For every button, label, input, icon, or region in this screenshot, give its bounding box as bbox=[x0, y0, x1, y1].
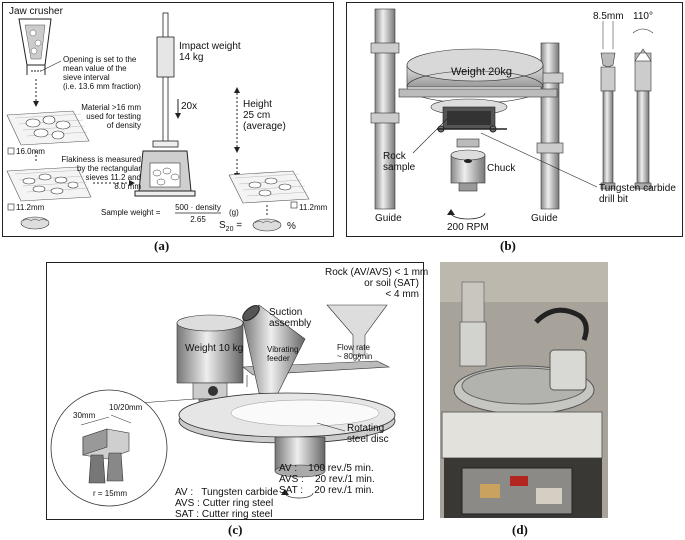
caption-a: (a) bbox=[154, 238, 170, 253]
panel-c: Rock (AV/AVS) < 1 mm or soil (SAT) < 4 m… bbox=[46, 262, 429, 520]
panel-a-drawing bbox=[6, 12, 310, 232]
sat-speed-label: SAT : 20 rev./1 min. bbox=[279, 485, 375, 496]
material-note: Material >16 mm used for testing of dens… bbox=[81, 103, 141, 130]
caption-d: (d) bbox=[512, 522, 528, 537]
weight-10kg-label: Weight 10 kg bbox=[185, 343, 244, 354]
cutter-detail-magnifier bbox=[50, 389, 168, 507]
av-material-label: AV : Tungsten carbide bbox=[175, 487, 279, 498]
sieve-tray-16mm bbox=[6, 110, 90, 163]
guide-left-label: Guide bbox=[375, 213, 402, 224]
vibrating-feeder-label: Vibrating feeder bbox=[267, 345, 299, 363]
jaw-crusher-label: Jaw crusher bbox=[9, 6, 63, 17]
caption-c: (c) bbox=[228, 522, 243, 537]
rock-note: Rock (AV/AVS) < 1 mm or soil (SAT) < 4 m… bbox=[325, 267, 429, 300]
caption-b: (b) bbox=[500, 238, 516, 253]
panel-d-photo bbox=[440, 262, 608, 518]
suction-assembly bbox=[242, 304, 306, 396]
s20-equals: = bbox=[236, 220, 243, 231]
dim-30-label: 30mm bbox=[73, 411, 96, 420]
s20-subscript: 20 bbox=[225, 226, 234, 233]
bit-angle-label: 110° bbox=[633, 11, 653, 22]
rotating-steel-disc bbox=[178, 392, 396, 499]
chuck bbox=[447, 138, 486, 220]
opening-note: Opening is set to the mean value of the … bbox=[63, 55, 141, 91]
avs-material-label: AVS : Cutter ring steel bbox=[175, 498, 274, 509]
impact-weight-label: Impact weight 14 kg bbox=[179, 41, 241, 63]
sample-weight-numerator: 500 · density bbox=[175, 203, 221, 212]
flow-rate-label: Flow rate ~ 80g/min bbox=[337, 343, 373, 361]
impact-rod bbox=[152, 12, 181, 148]
abrasion-machine-photo bbox=[440, 262, 608, 518]
impact-mould bbox=[134, 150, 196, 197]
rock-holder bbox=[430, 98, 508, 133]
drill-bit-label: Tungsten carbide drill bit bbox=[599, 183, 676, 205]
bit-diameter-label: 8.5mm bbox=[593, 11, 624, 22]
sieve-tray-11mm bbox=[6, 166, 135, 230]
panel-b-drawing bbox=[370, 8, 654, 220]
s20-unit: % bbox=[287, 221, 296, 232]
drops-label: 20x bbox=[181, 101, 198, 112]
weight-20kg bbox=[398, 48, 558, 104]
sample-weight-denominator: 2.65 bbox=[190, 215, 206, 224]
av-speed-label: AV : 100 rev./5 min. bbox=[279, 463, 374, 474]
drill-bit-front bbox=[632, 28, 654, 190]
jaw-crusher-icon bbox=[18, 18, 62, 107]
panel-a: Jaw crusher Opening is set to the mean v… bbox=[2, 2, 334, 237]
sat-material-label: SAT : Cutter ring steel bbox=[175, 509, 273, 520]
panel-b: Weight 20kg Rock sample Chuck Guide Guid… bbox=[346, 2, 683, 237]
s20-formula: S20 = bbox=[219, 220, 242, 235]
sieve-11-right-label: 11.2mm bbox=[299, 203, 328, 212]
suction-label: Suction assembly bbox=[269, 307, 312, 329]
rotating-disc-label: Rotating steel disc bbox=[347, 423, 389, 445]
guide-right-label: Guide bbox=[531, 213, 558, 224]
radius-label: r = 15mm bbox=[93, 489, 128, 498]
weight-label: Weight 20kg bbox=[451, 66, 512, 78]
drill-bit-side bbox=[600, 21, 616, 190]
rpm-label: 200 RPM bbox=[447, 222, 489, 233]
chuck-label: Chuck bbox=[487, 163, 516, 174]
sieve-11-left-label: 11.2mm bbox=[16, 203, 45, 212]
height-label: Height 25 cm (average) bbox=[243, 99, 286, 132]
avs-speed-label: AVS : 20 rev./1 min. bbox=[279, 474, 375, 485]
s20-label: S bbox=[219, 220, 226, 231]
height-dimension bbox=[234, 87, 240, 179]
dim-10-20-label: 10/20mm bbox=[109, 403, 143, 412]
panel-c-drawing bbox=[50, 304, 396, 507]
sample-weight-unit: (g) bbox=[229, 208, 239, 217]
sample-weight-label: Sample weight = bbox=[101, 208, 161, 217]
sieve-16-label: 16.0mm bbox=[16, 147, 45, 156]
guide-column-left bbox=[370, 8, 400, 210]
sieve-tray-right bbox=[228, 170, 310, 232]
weight-10kg bbox=[176, 314, 244, 408]
rock-sample-label: Rock sample bbox=[383, 151, 416, 173]
flakiness-note: Flakiness is measured by the rectangular… bbox=[61, 155, 141, 191]
